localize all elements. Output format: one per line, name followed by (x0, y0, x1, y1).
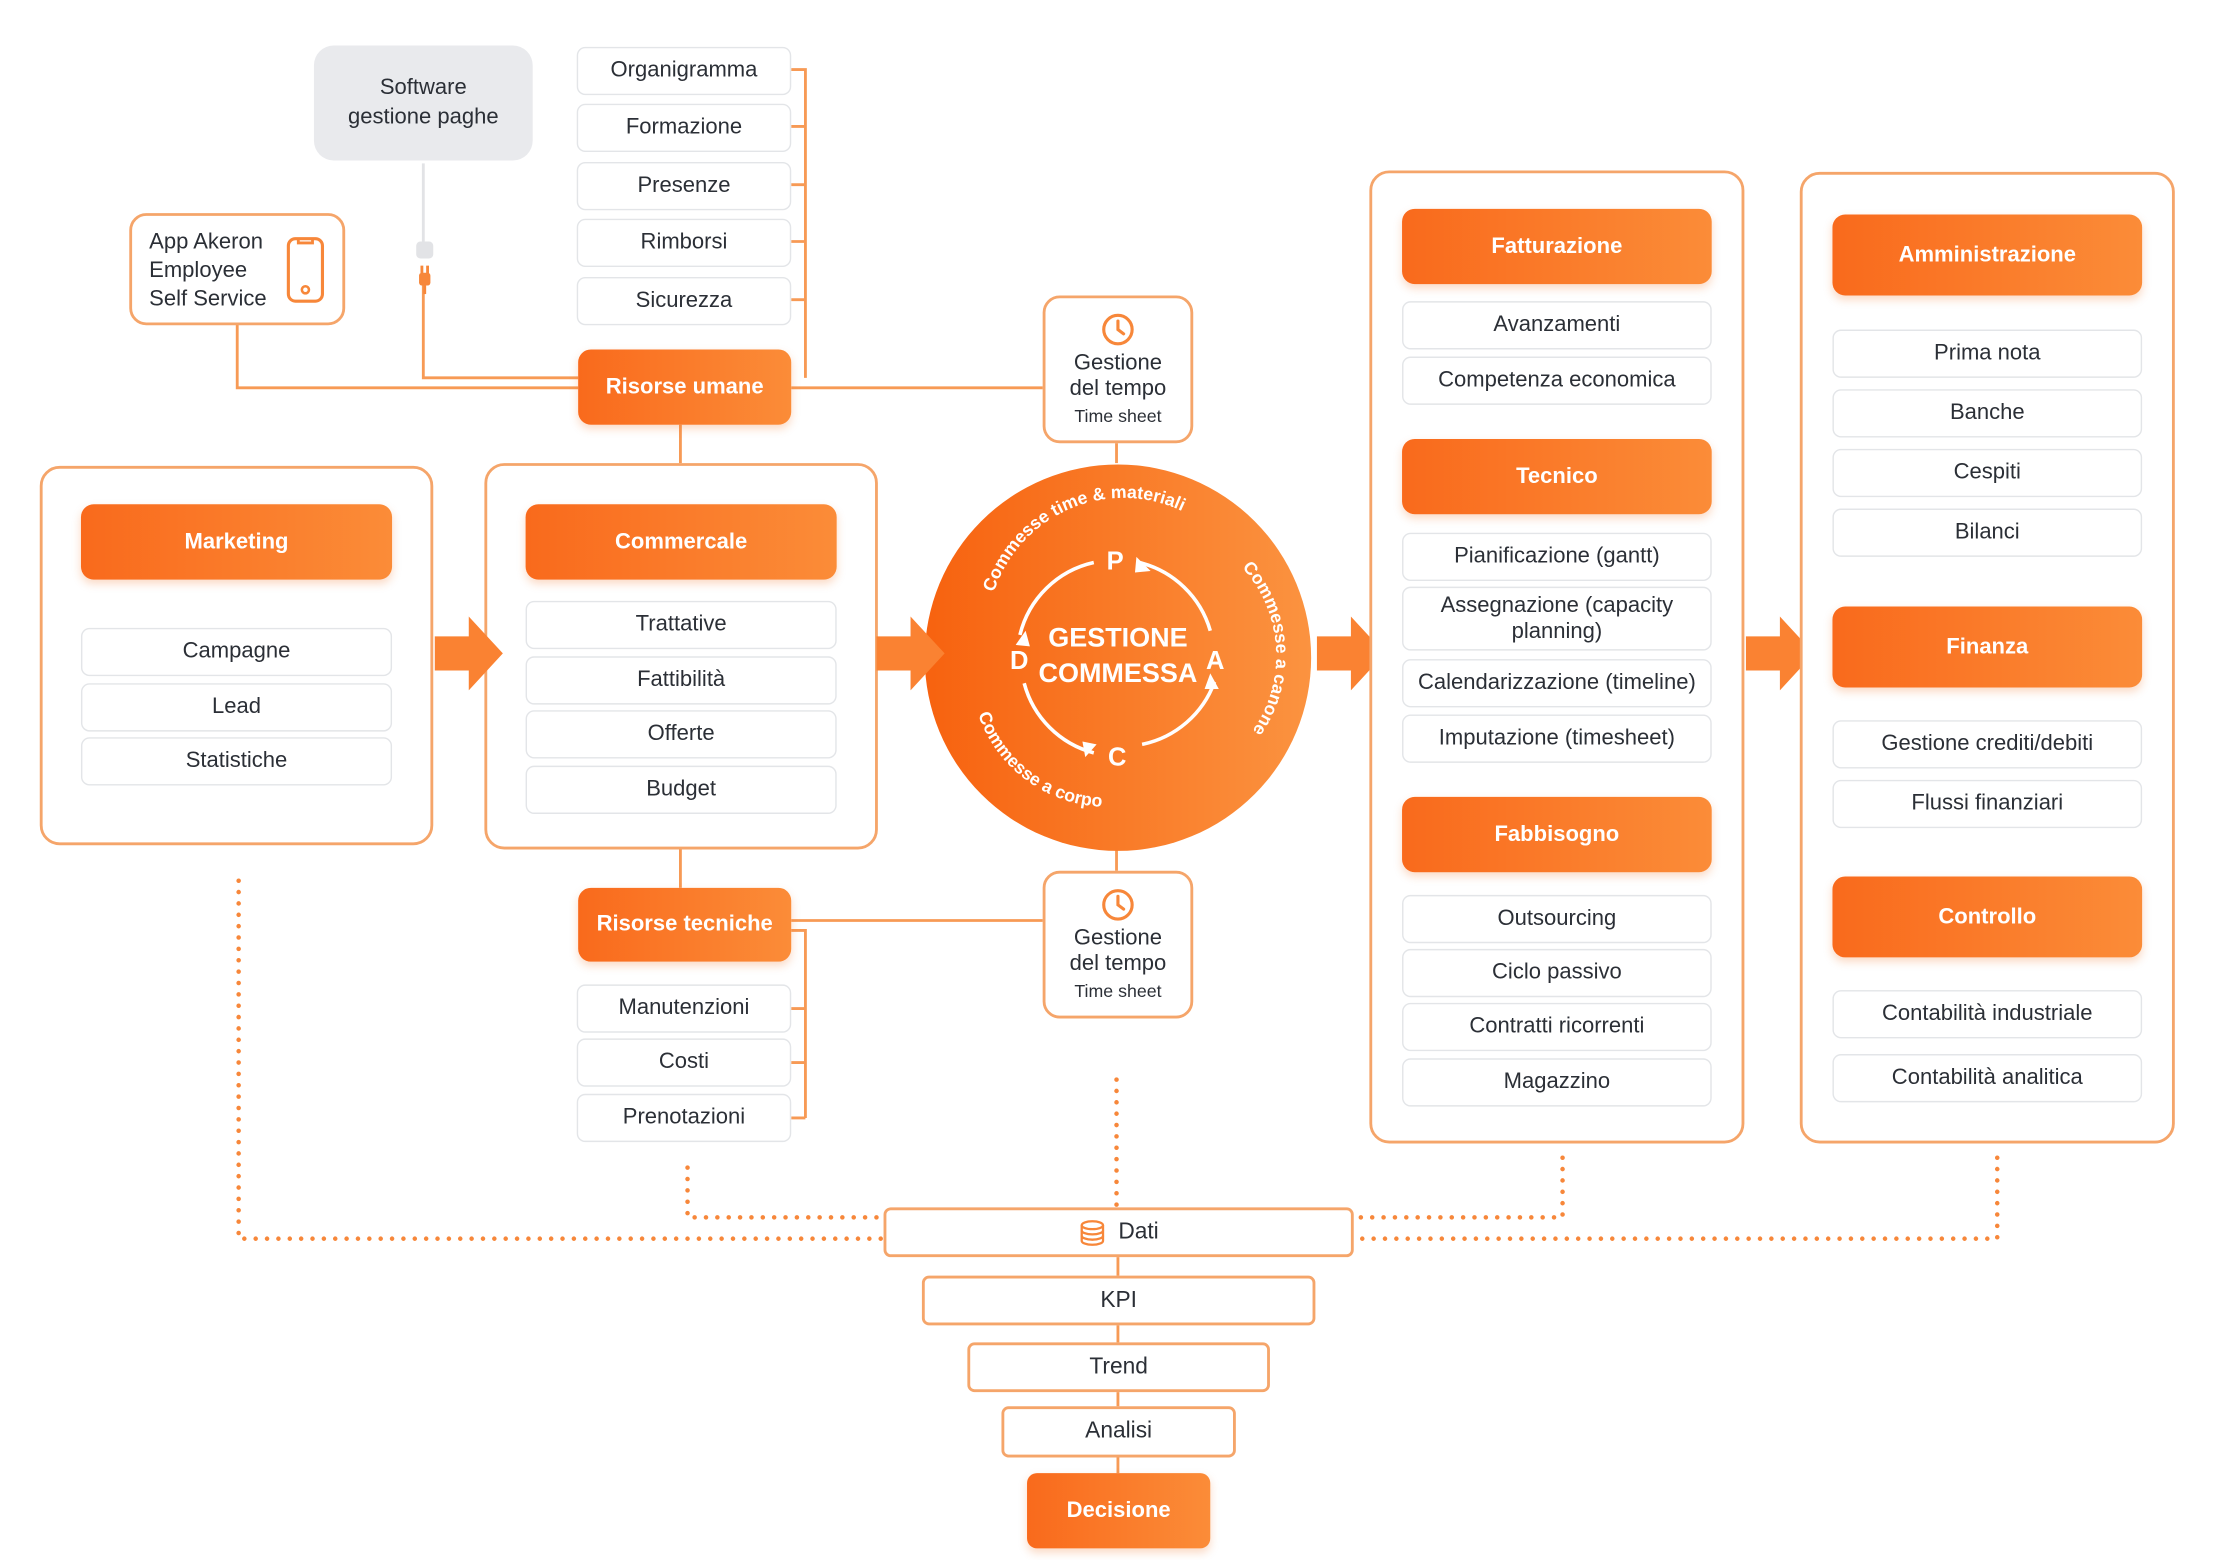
flow-arrow-1 (434, 616, 503, 691)
hr-item[interactable]: Sicurezza (576, 276, 792, 326)
operations-item[interactable]: Imputazione (timesheet) (1402, 714, 1712, 763)
operations-item[interactable]: Calendarizzazione (timeline) (1402, 659, 1712, 708)
trend-stage[interactable]: Trend (967, 1342, 1270, 1393)
time-top-sub: Time sheet (1074, 405, 1162, 426)
time-management-bottom: Gestione del tempo Time sheet (1042, 870, 1194, 1019)
hr-header[interactable]: Risorse umane (578, 349, 792, 425)
flow-arrow-2 (876, 616, 945, 691)
admin-item[interactable]: Cespiti (1832, 448, 2143, 498)
tech-resources-item[interactable]: Costi (576, 1038, 792, 1087)
marketing-item[interactable]: Statistiche (80, 737, 393, 786)
administration-header[interactable]: Amministrazione (1832, 214, 2143, 296)
cycle-title-2: COMMESSA (1038, 658, 1198, 689)
time-management-top: Gestione del tempo Time sheet (1042, 295, 1194, 444)
commercial-item[interactable]: Budget (525, 765, 837, 814)
admin-item[interactable]: Prima nota (1832, 329, 2143, 378)
cycle-letter-p: P (1106, 546, 1124, 576)
data-label: Dati (1118, 1219, 1159, 1244)
cycle-title: GESTIONE COMMESSA (1019, 622, 1218, 692)
cycle-letter-d: D (1009, 646, 1029, 675)
control-header[interactable]: Controllo (1832, 876, 2143, 958)
operations-item[interactable]: Assegnazione (capacity planning) (1402, 586, 1712, 651)
admin-item[interactable]: Gestione crediti/debiti (1832, 720, 2143, 769)
flow-arrow-4 (1745, 616, 1814, 691)
time-top-line2: del tempo (1069, 376, 1167, 401)
admin-item[interactable]: Bilanci (1832, 508, 2143, 557)
operations-item[interactable]: Outsourcing (1402, 894, 1712, 944)
marketing-item[interactable]: Campagne (80, 627, 393, 677)
time-top-line1: Gestione (1073, 351, 1162, 376)
operations-item[interactable]: Avanzamenti (1402, 301, 1712, 350)
time-bottom-line1: Gestione (1073, 926, 1162, 951)
time-bottom-sub: Time sheet (1074, 981, 1162, 1002)
flow-arrow-3 (1316, 616, 1385, 691)
finance-header[interactable]: Finanza (1832, 606, 2143, 688)
tech-resources-item[interactable]: Prenotazioni (576, 1093, 792, 1143)
kpi-stage[interactable]: KPI (921, 1275, 1316, 1326)
smartphone-icon (286, 237, 325, 303)
marketing-item[interactable]: Lead (80, 683, 393, 732)
plug-icon (416, 241, 434, 295)
requirements-header[interactable]: Fabbisogno (1402, 796, 1712, 873)
commercial-item[interactable]: Trattative (525, 600, 837, 650)
clock-icon (1102, 889, 1134, 921)
marketing-header[interactable]: Marketing (80, 504, 393, 580)
hr-item[interactable]: Presenze (576, 161, 792, 211)
tech-resources-header[interactable]: Risorse tecniche (578, 887, 792, 962)
technical-header[interactable]: Tecnico (1402, 438, 1712, 515)
admin-item[interactable]: Contabilità analitica (1832, 1054, 2143, 1103)
software-label-2: gestione paghe (348, 104, 499, 129)
analysis-stage[interactable]: Analisi (1001, 1406, 1236, 1458)
cycle-title-1: GESTIONE (1048, 623, 1188, 654)
commercial-item[interactable]: Fattibilità (525, 656, 837, 705)
operations-item[interactable]: Pianificazione (gantt) (1402, 532, 1712, 581)
decision-stage[interactable]: Decisione (1027, 1473, 1211, 1549)
database-icon (1080, 1219, 1105, 1246)
hr-item[interactable]: Organigramma (576, 46, 792, 96)
payroll-software-box: Software gestione paghe (313, 45, 533, 161)
hr-item[interactable]: Formazione (576, 103, 792, 152)
admin-item[interactable]: Banche (1832, 389, 2143, 438)
commercial-item[interactable]: Offerte (525, 710, 837, 759)
operations-item[interactable]: Contratti ricorrenti (1402, 1002, 1712, 1052)
app-akeron-box: App Akeron Employee Self Service (129, 213, 346, 326)
hr-item[interactable]: Rimborsi (576, 218, 792, 268)
commercial-header[interactable]: Commercale (525, 504, 837, 580)
app-label-3: Self Service (149, 287, 267, 312)
cycle-letter-c: C (1107, 742, 1127, 772)
admin-item[interactable]: Contabilità industriale (1832, 990, 2143, 1039)
tech-resources-item[interactable]: Manutenzioni (576, 984, 792, 1033)
clock-icon (1102, 314, 1134, 346)
operations-item[interactable]: Magazzino (1402, 1058, 1712, 1107)
data-stage[interactable]: Dati (883, 1207, 1354, 1258)
app-label-2: Employee (149, 258, 248, 283)
billing-header[interactable]: Fatturazione (1402, 208, 1712, 285)
app-label-1: App Akeron (149, 230, 264, 255)
time-bottom-line2: del tempo (1069, 951, 1167, 976)
cycle-letter-a: A (1206, 646, 1225, 675)
admin-item[interactable]: Flussi finanziari (1832, 779, 2143, 829)
operations-item[interactable]: Competenza economica (1402, 356, 1712, 405)
software-label-1: Software (379, 74, 467, 99)
operations-item[interactable]: Ciclo passivo (1402, 948, 1712, 998)
